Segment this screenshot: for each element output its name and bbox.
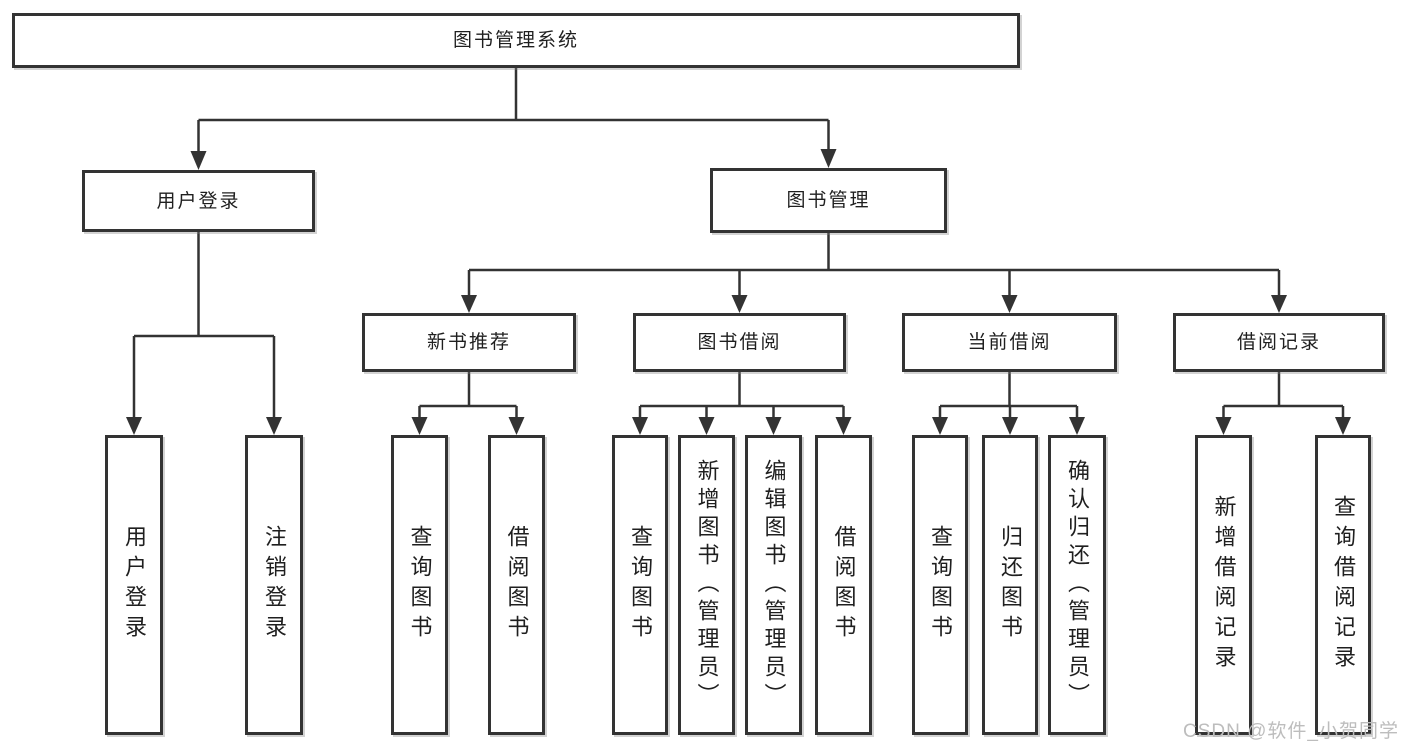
node-user-login: 用户登录 (82, 170, 315, 232)
node-label: 查询图书 (928, 525, 953, 645)
node-label: 查询图书 (628, 525, 653, 645)
connector-book-borrow (638, 372, 845, 420)
leaf-add-books-admin: 新增图书（管理员） (678, 435, 735, 735)
node-label: 新书推荐 (426, 332, 511, 353)
leaf-search-books-recommend: 查询图书 (391, 435, 448, 735)
node-label: 借阅图书 (504, 525, 530, 645)
node-label: 编辑图书（管理员） (761, 459, 787, 711)
node-label: 确认归还（管理员） (1065, 459, 1090, 711)
connector-current-borrow (938, 372, 1079, 420)
node-label: 归还图书 (998, 525, 1023, 645)
node-label: 借阅记录 (1236, 332, 1321, 353)
arrowheads (126, 149, 1351, 435)
leaf-search-books-borrowing: 查询图书 (612, 435, 668, 735)
node-label: 新增借阅记录 (1211, 495, 1237, 675)
node-label: 图书管理系统 (452, 30, 579, 51)
node-label: 用户登录 (122, 525, 147, 645)
node-label: 注销登录 (262, 525, 287, 645)
node-label: 查询图书 (407, 525, 433, 645)
leaf-borrow-books-borrowing: 借阅图书 (815, 435, 872, 735)
node-current-borrowing: 当前借阅 (902, 313, 1117, 372)
csdn-watermark: CSDN @软件_小贺同学 (1183, 721, 1399, 742)
node-label: 用户登录 (156, 190, 241, 212)
node-label: 新增图书（管理员） (694, 459, 720, 711)
node-label: 查询借阅记录 (1331, 495, 1356, 675)
node-new-book-recommendation: 新书推荐 (362, 313, 576, 372)
node-label: 当前借阅 (967, 332, 1052, 353)
leaf-confirm-return-admin: 确认归还（管理员） (1048, 435, 1106, 735)
connector-user-login (132, 232, 276, 420)
leaf-search-borrow-record: 查询借阅记录 (1315, 435, 1371, 735)
node-library-management-system: 图书管理系统 (12, 13, 1020, 68)
node-borrowing-records: 借阅记录 (1173, 313, 1385, 372)
node-label: 图书管理 (786, 190, 871, 211)
node-book-management: 图书管理 (710, 168, 947, 233)
connector-root (197, 68, 830, 154)
node-book-borrowing: 图书借阅 (633, 313, 846, 372)
node-label: 图书借阅 (697, 332, 782, 353)
leaf-add-borrow-record: 新增借阅记录 (1195, 435, 1252, 735)
leaf-search-books-current: 查询图书 (912, 435, 968, 735)
connector-borrow-records (1222, 372, 1345, 420)
connector-new-book-rec (418, 372, 518, 420)
leaf-borrow-books-recommend: 借阅图书 (488, 435, 545, 735)
connector-book-mgmt (467, 233, 1281, 298)
node-label: 借阅图书 (831, 525, 857, 645)
leaf-logout: 注销登录 (245, 435, 303, 735)
leaf-edit-books-admin: 编辑图书（管理员） (745, 435, 802, 735)
leaf-return-books: 归还图书 (982, 435, 1038, 735)
leaf-user-login: 用户登录 (105, 435, 163, 735)
